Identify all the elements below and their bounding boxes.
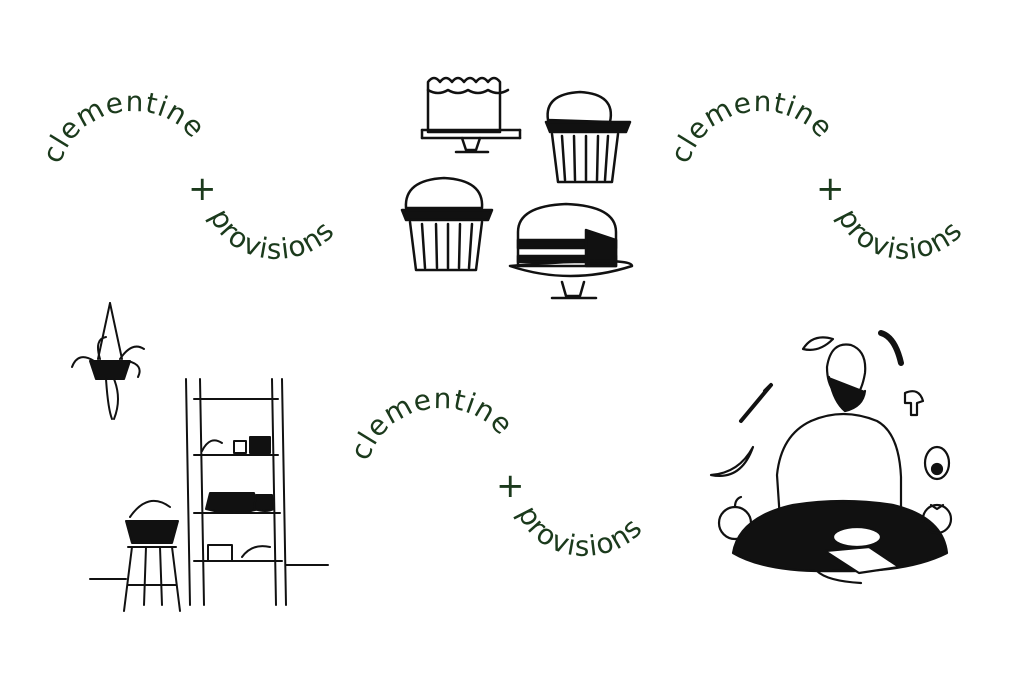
seated-person-with-food-icon: [705, 325, 965, 595]
bakery-cakes-icon: [400, 60, 640, 310]
brand-logo-svg: clementine + provisions: [664, 85, 969, 266]
brand-word-provisions: provisions: [203, 203, 341, 266]
brand-word-clementine: clementine: [36, 85, 213, 167]
brand-plus: +: [188, 169, 218, 209]
brand-plus: +: [496, 466, 526, 506]
brand-logo-top-left: clementine + provisions: [36, 85, 360, 285]
brand-plus: +: [816, 169, 846, 209]
brand-word-provisions: provisions: [831, 203, 969, 266]
brand-word-provisions: provisions: [511, 500, 649, 563]
brand-logo-svg: clementine + provisions: [344, 382, 649, 563]
brand-logo-bottom-center: clementine + provisions: [344, 382, 668, 582]
brand-logo-svg: clementine + provisions: [36, 85, 341, 266]
brand-word-clementine: clementine: [664, 85, 841, 167]
brand-word-clementine: clementine: [344, 382, 521, 464]
brand-logo-top-right: clementine + provisions: [664, 85, 988, 285]
pantry-shelf-icon: [60, 295, 340, 615]
